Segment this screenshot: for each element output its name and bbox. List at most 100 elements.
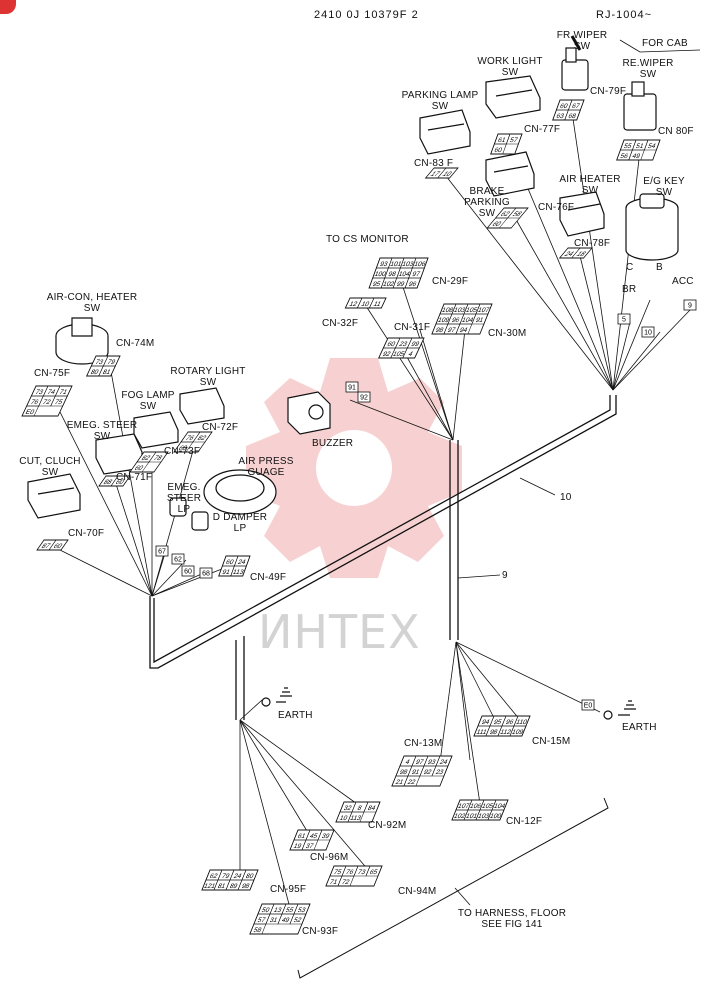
connector-pin: 104 — [461, 317, 475, 324]
connector-pin: 23 — [434, 769, 444, 776]
connector-pin: 62 — [498, 210, 512, 218]
connector-label: CN-93F — [302, 926, 339, 937]
buzzer-label: BUZZER — [312, 438, 354, 449]
watermark-text: ИНТЕХ — [258, 605, 421, 659]
connector-pin: 19 — [292, 843, 302, 850]
connector-pin: 101 — [465, 813, 479, 820]
small-terminal — [581, 699, 595, 711]
connector-label: CN-70F — [68, 528, 105, 539]
connector-pin: 88 — [102, 478, 115, 486]
small-terminal-label: 5 — [622, 317, 626, 324]
connector-pin: 102 — [382, 281, 396, 288]
d-damper-label: D DAMPER LP — [212, 512, 268, 534]
connector-pin: 87 — [40, 542, 53, 550]
fog-lamp-label: FOG LAMP SW — [121, 390, 175, 412]
connector-pin: 65 — [368, 869, 378, 876]
connector-pin: 98 — [387, 271, 397, 278]
parking-lamp-label: PARKING LAMP SW — [401, 90, 479, 112]
connector-pin: 45 — [308, 833, 318, 840]
buzzer-icon — [287, 391, 331, 435]
connector-label: CN-74M — [116, 338, 155, 349]
connector-label: CN-95F — [270, 884, 307, 895]
connector-pin: 58 — [252, 927, 262, 934]
connector-label: CN-12F — [506, 816, 543, 827]
re-wiper-label: RE.WIPER SW — [622, 58, 674, 80]
connector-pin: 49 — [631, 153, 641, 160]
connector-pin: 75 — [53, 399, 64, 406]
connector-label: CN-75F — [34, 368, 71, 379]
connector-pin: 10 — [338, 815, 348, 822]
d-damper-lamp-icon — [191, 511, 209, 531]
connector-label: CN-13M — [404, 738, 443, 749]
drawing-code: 2410 0J 10379F 2 — [314, 9, 419, 21]
connector-pin: 106 — [469, 803, 483, 810]
key-br: BR — [622, 284, 637, 295]
connector-pin: 91 — [410, 769, 420, 776]
floor-harness-bracket — [297, 39, 701, 979]
connector-pin: 93 — [426, 759, 436, 766]
connector-label: CN 80F — [658, 126, 694, 137]
connector-label: CN-77F — [524, 124, 561, 135]
connector-pin: 60 — [559, 103, 569, 110]
connector-pin: 91 — [474, 317, 484, 324]
connector-pin: 97 — [446, 327, 456, 334]
air-press-gauge-icon — [203, 469, 277, 515]
small-terminal-label: 67 — [158, 549, 166, 556]
connector-pin: 121 — [203, 883, 217, 890]
connector-pin: 76 — [184, 434, 197, 442]
small-terminal — [617, 313, 631, 325]
connector-pin: 71 — [58, 389, 69, 396]
connector-pin: 113 — [232, 569, 245, 576]
connector-label: CN-72F — [202, 422, 239, 433]
emeg-steer-lp-label: EMEG. STEER LP — [166, 482, 202, 515]
small-terminal — [155, 545, 169, 557]
connector-pin: 93 — [379, 261, 389, 268]
connector-pin: 92 — [422, 769, 432, 776]
connector-pin: 24 — [438, 759, 448, 766]
corner-badge-icon — [0, 0, 16, 14]
connector-pin: 103 — [477, 813, 491, 820]
connector-pin: 81 — [101, 369, 112, 376]
key-pos-c: C — [626, 262, 634, 273]
connector-pin: 104 — [397, 271, 411, 278]
connector-pin: 109 — [511, 729, 525, 736]
connector-pin: 100 — [489, 813, 503, 820]
connector-pin: 73 — [94, 359, 105, 366]
connector-pin: 60 — [133, 464, 146, 472]
connector-label: CN-92M — [368, 820, 407, 831]
connector-pin: 79 — [106, 359, 117, 366]
cut-cluch-switch-icon — [27, 473, 81, 519]
connector-pin: 91 — [221, 569, 231, 576]
connector-label: CN-83 F — [414, 158, 454, 169]
model-range: RJ-1004~ — [596, 9, 653, 21]
connector-pin: 110 — [515, 719, 528, 726]
rotary-light-label: ROTARY LIGHT SW — [170, 366, 246, 388]
small-terminal-label: 92 — [360, 395, 368, 402]
connector-pin: 80 — [244, 873, 254, 880]
small-terminal-label: E0 — [584, 703, 593, 710]
connector-pin: 11 — [372, 301, 382, 308]
connector-label: CN-31F — [394, 322, 431, 333]
connector-pin: 76 — [344, 869, 354, 876]
aircon-heater-label: AIR-CON, HEATER SW — [46, 292, 138, 314]
connector-label: CN-30M — [488, 328, 527, 339]
connector-pin: 55 — [623, 143, 633, 150]
connector-pin: 113 — [349, 815, 362, 822]
connector-pin: 97 — [411, 271, 421, 278]
connector-pin: 82 — [196, 434, 209, 442]
connector-label: CN-94M — [398, 886, 437, 897]
connector-pin: 72 — [41, 399, 52, 406]
connector-pin: 60 — [114, 478, 127, 486]
